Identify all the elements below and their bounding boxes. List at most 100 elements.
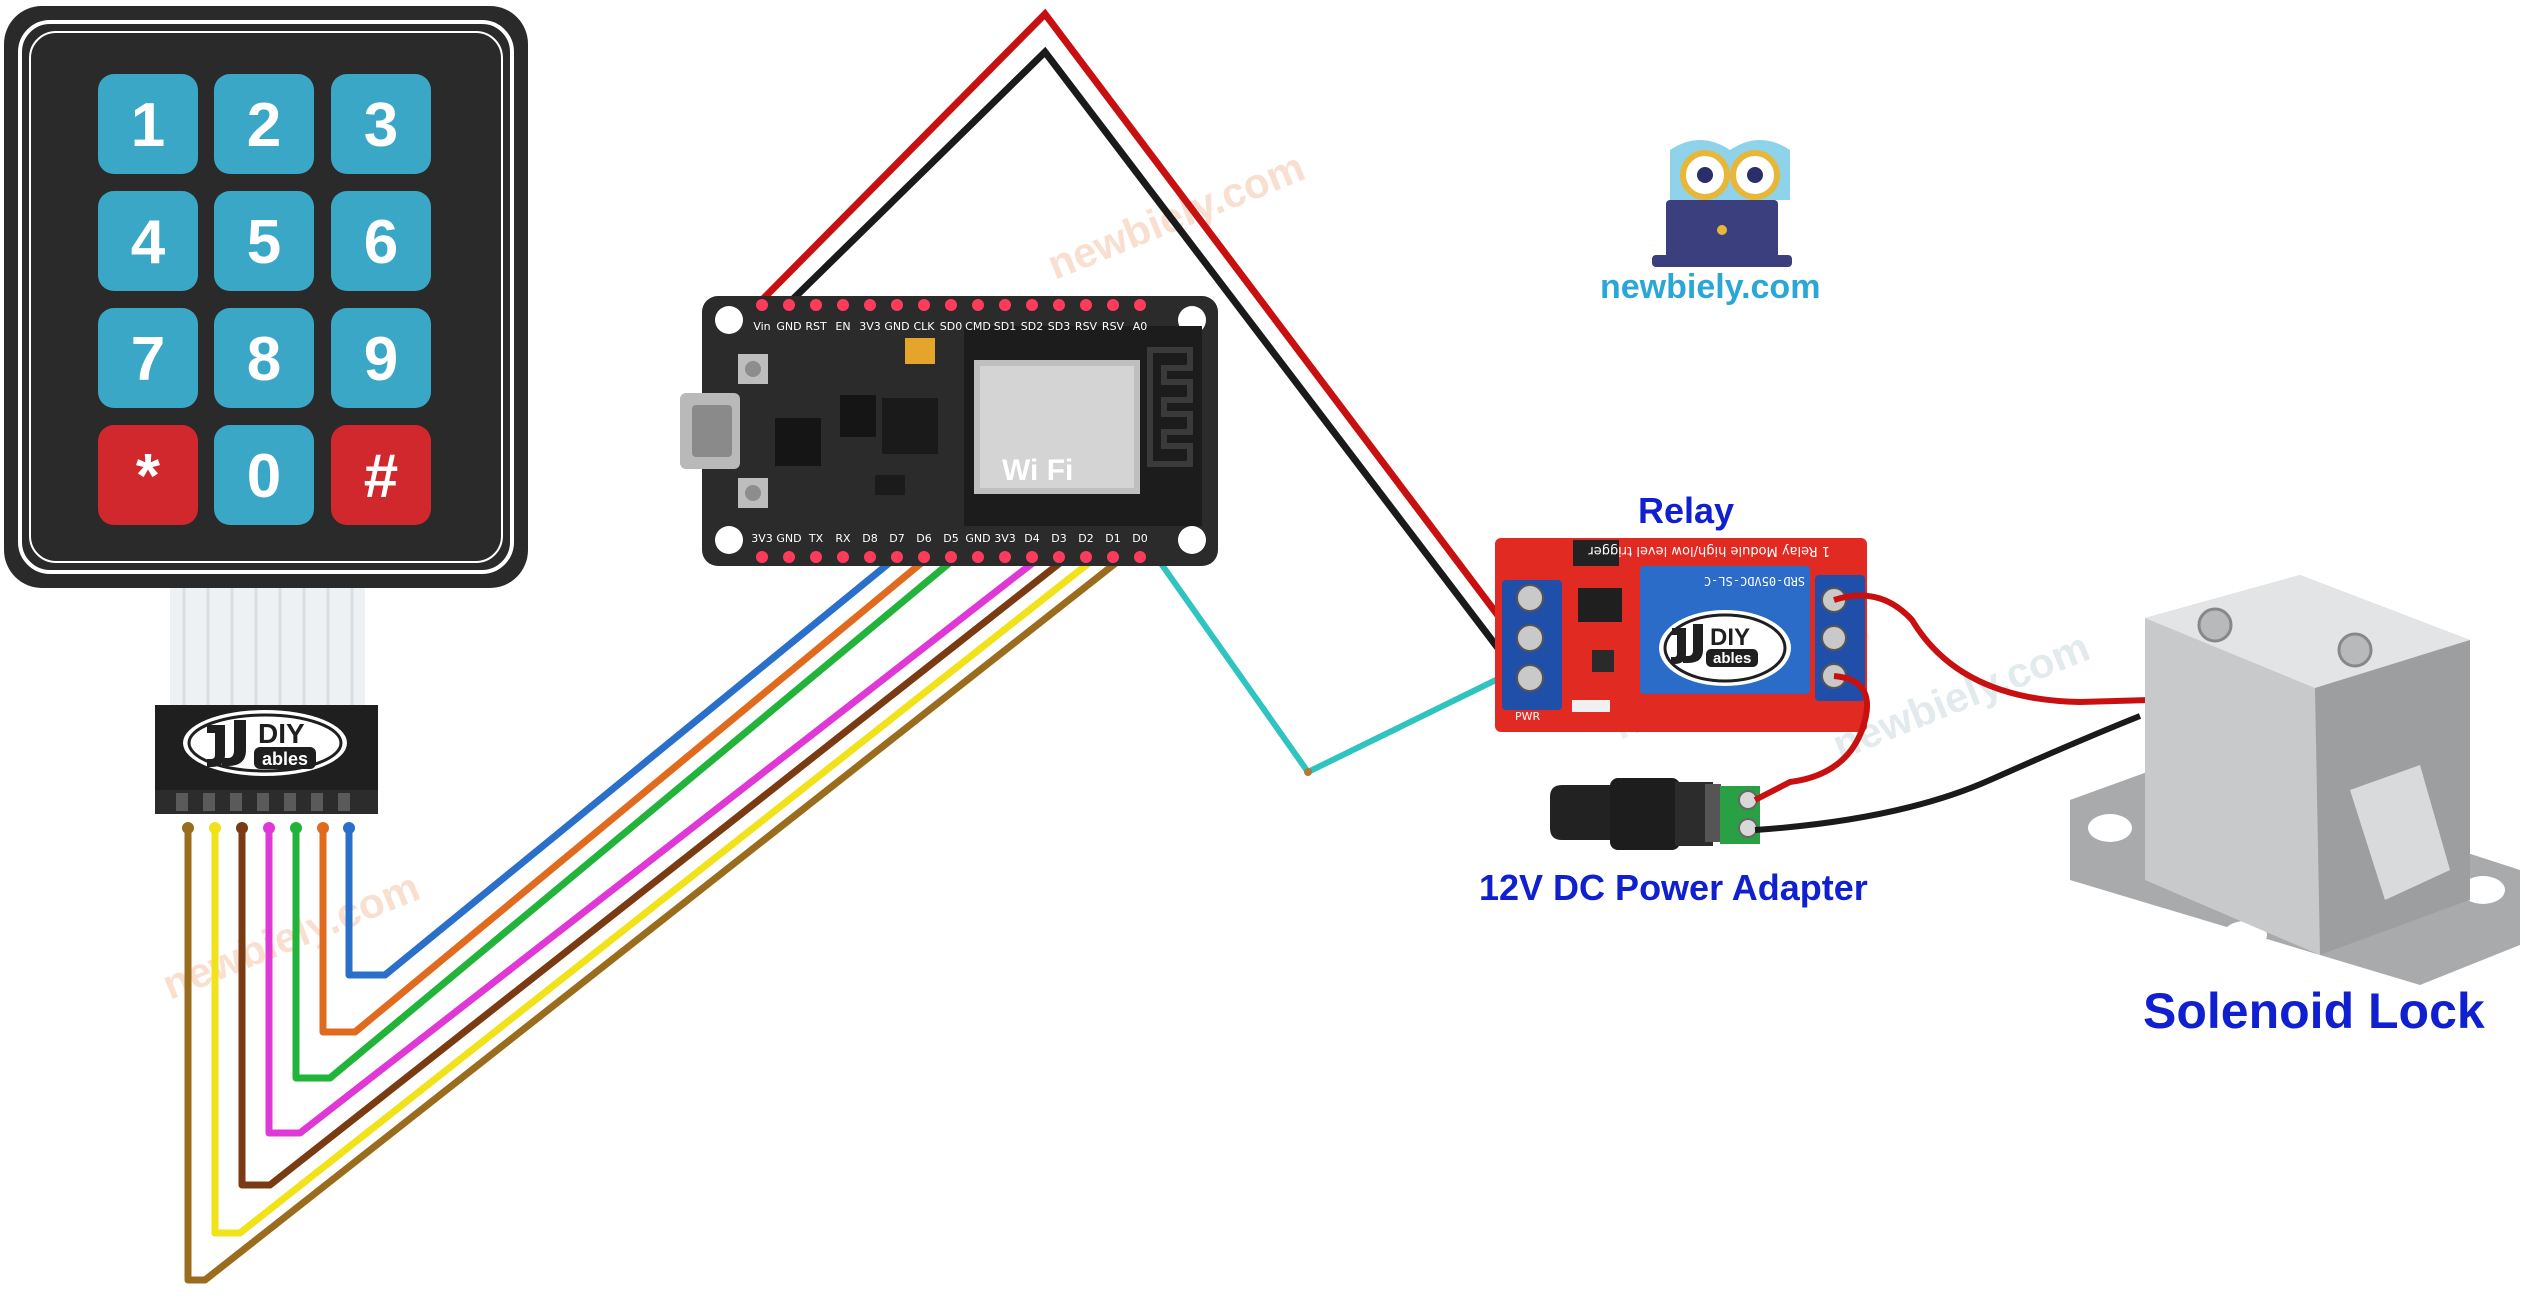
relay-module-title: 1 Relay Module high/low level trigger bbox=[1588, 543, 1830, 558]
bottom-pin-label: GND bbox=[965, 532, 990, 545]
top-pin-label: Vin bbox=[753, 320, 770, 333]
bottom-pin bbox=[1026, 551, 1038, 563]
keypad-key-label: * bbox=[136, 442, 161, 511]
logo-text: newbiely.com bbox=[1600, 268, 1820, 306]
wire-jack-to-lock-black bbox=[1754, 713, 2142, 833]
relay-label: Relay bbox=[1638, 490, 1734, 531]
dc-power-jack bbox=[1550, 778, 1760, 850]
bottom-pin bbox=[1080, 551, 1092, 563]
wire-d6-green bbox=[292, 552, 962, 1082]
top-pin bbox=[810, 299, 822, 311]
top-pin-label: CLK bbox=[913, 320, 935, 333]
top-pin bbox=[999, 299, 1011, 311]
bottom-pin-label: D3 bbox=[1051, 532, 1066, 545]
watermark-3: newbiely.com bbox=[156, 863, 426, 1009]
top-pin-label: A0 bbox=[1133, 320, 1148, 333]
top-pin-label: EN bbox=[835, 320, 850, 333]
top-pin-label: 3V3 bbox=[859, 320, 881, 333]
bottom-pin bbox=[1134, 551, 1146, 563]
watermark-2: newbiely.com bbox=[1041, 143, 1311, 289]
keypad-key-label: 7 bbox=[131, 325, 165, 394]
top-pin bbox=[891, 299, 903, 311]
top-pin-label: GND bbox=[884, 320, 909, 333]
wire-gnd-black bbox=[787, 46, 1510, 663]
top-pin-label: SD2 bbox=[1021, 320, 1043, 333]
top-pin bbox=[783, 299, 795, 311]
power-wires bbox=[757, 8, 1518, 663]
top-pin bbox=[864, 299, 876, 311]
solenoid-lock bbox=[2070, 575, 2520, 985]
bottom-pin-label: TX bbox=[808, 532, 824, 545]
top-pin-label: SD1 bbox=[994, 320, 1016, 333]
keypad-key-6: 6 bbox=[331, 191, 431, 291]
bottom-pin bbox=[999, 551, 1011, 563]
top-pin-label: GND bbox=[776, 320, 801, 333]
bottom-pin bbox=[1053, 551, 1065, 563]
keypad-key-label: 8 bbox=[247, 325, 281, 394]
keypad-key-1: 1 bbox=[98, 74, 198, 174]
keypad-key-7: 7 bbox=[98, 308, 198, 408]
keypad-key-8: 8 bbox=[214, 308, 314, 408]
relay-part-text: SRD-05VDC-SL-C bbox=[1704, 574, 1805, 588]
svg-text:DIY: DIY bbox=[1710, 624, 1750, 651]
bottom-pin-label: D5 bbox=[943, 532, 958, 545]
wire-d2-brown bbox=[184, 552, 1129, 1284]
top-pin bbox=[1134, 299, 1146, 311]
bottom-pin-label: GND bbox=[776, 532, 801, 545]
top-pin-label: SD0 bbox=[940, 320, 962, 333]
wifi-logo: Wi Fi bbox=[1002, 454, 1073, 487]
wire-d7-orange bbox=[319, 552, 934, 1036]
top-pin bbox=[1107, 299, 1119, 311]
svg-text:ables: ables bbox=[1713, 650, 1751, 667]
top-pin bbox=[756, 299, 768, 311]
bottom-pin-label: 3V3 bbox=[751, 532, 773, 545]
bottom-pin-label: D6 bbox=[916, 532, 931, 545]
svg-text:PWR: PWR bbox=[1515, 710, 1541, 723]
keypad-key-label: 4 bbox=[131, 208, 166, 277]
keypad-key-5: 5 bbox=[214, 191, 314, 291]
top-pin bbox=[972, 299, 984, 311]
keypad-key-label: # bbox=[364, 442, 398, 511]
bottom-pin-label: D1 bbox=[1105, 532, 1120, 545]
bottom-pin-label: D4 bbox=[1024, 532, 1039, 545]
top-pin-label: CMD bbox=[965, 320, 991, 333]
keypad-key-0: 0 bbox=[214, 425, 314, 525]
wire-d5-magenta bbox=[265, 552, 1046, 1137]
top-pin bbox=[1026, 299, 1038, 311]
bottom-pin-label: 3V3 bbox=[994, 532, 1016, 545]
keypad-key-label: 3 bbox=[364, 91, 398, 160]
keypad-key-2: 2 bbox=[214, 74, 314, 174]
bottom-pin bbox=[864, 551, 876, 563]
bottom-pin-label: D2 bbox=[1078, 532, 1093, 545]
keypad-key-4: 4 bbox=[98, 191, 198, 291]
bottom-pin bbox=[972, 551, 984, 563]
keypad-key-hash: # bbox=[331, 425, 431, 525]
wire-d3-yellow bbox=[211, 552, 1102, 1237]
top-pin-label: RSV bbox=[1102, 320, 1125, 333]
newbiely-logo: newbiely.com bbox=[1600, 140, 1820, 306]
relay-module: SRD-05VDC-SL-C DIY ables PWR 1 Relay Mod… bbox=[1495, 538, 1867, 732]
keypad-key-9: 9 bbox=[331, 308, 431, 408]
keypad-ribbon-cable bbox=[170, 588, 365, 708]
wire-com-to-jack-red bbox=[1753, 673, 1871, 803]
top-pin bbox=[945, 299, 957, 311]
wire-d8-blue bbox=[345, 552, 902, 979]
top-pin-label: SD3 bbox=[1048, 320, 1070, 333]
svg-text:DIY: DIY bbox=[258, 718, 305, 749]
bottom-pin bbox=[891, 551, 903, 563]
keypad-key-label: 5 bbox=[247, 208, 281, 277]
wire-vin-red bbox=[757, 8, 1518, 641]
keypad-wires bbox=[182, 552, 1129, 1284]
keypad-key-label: 0 bbox=[247, 442, 281, 511]
keypad-key-star: * bbox=[98, 425, 198, 525]
top-pin bbox=[837, 299, 849, 311]
bottom-pin bbox=[837, 551, 849, 563]
load-wires bbox=[1753, 592, 2151, 833]
keypad-key-label: 2 bbox=[247, 91, 281, 160]
solenoid-lock-label: Solenoid Lock bbox=[2143, 983, 2485, 1039]
